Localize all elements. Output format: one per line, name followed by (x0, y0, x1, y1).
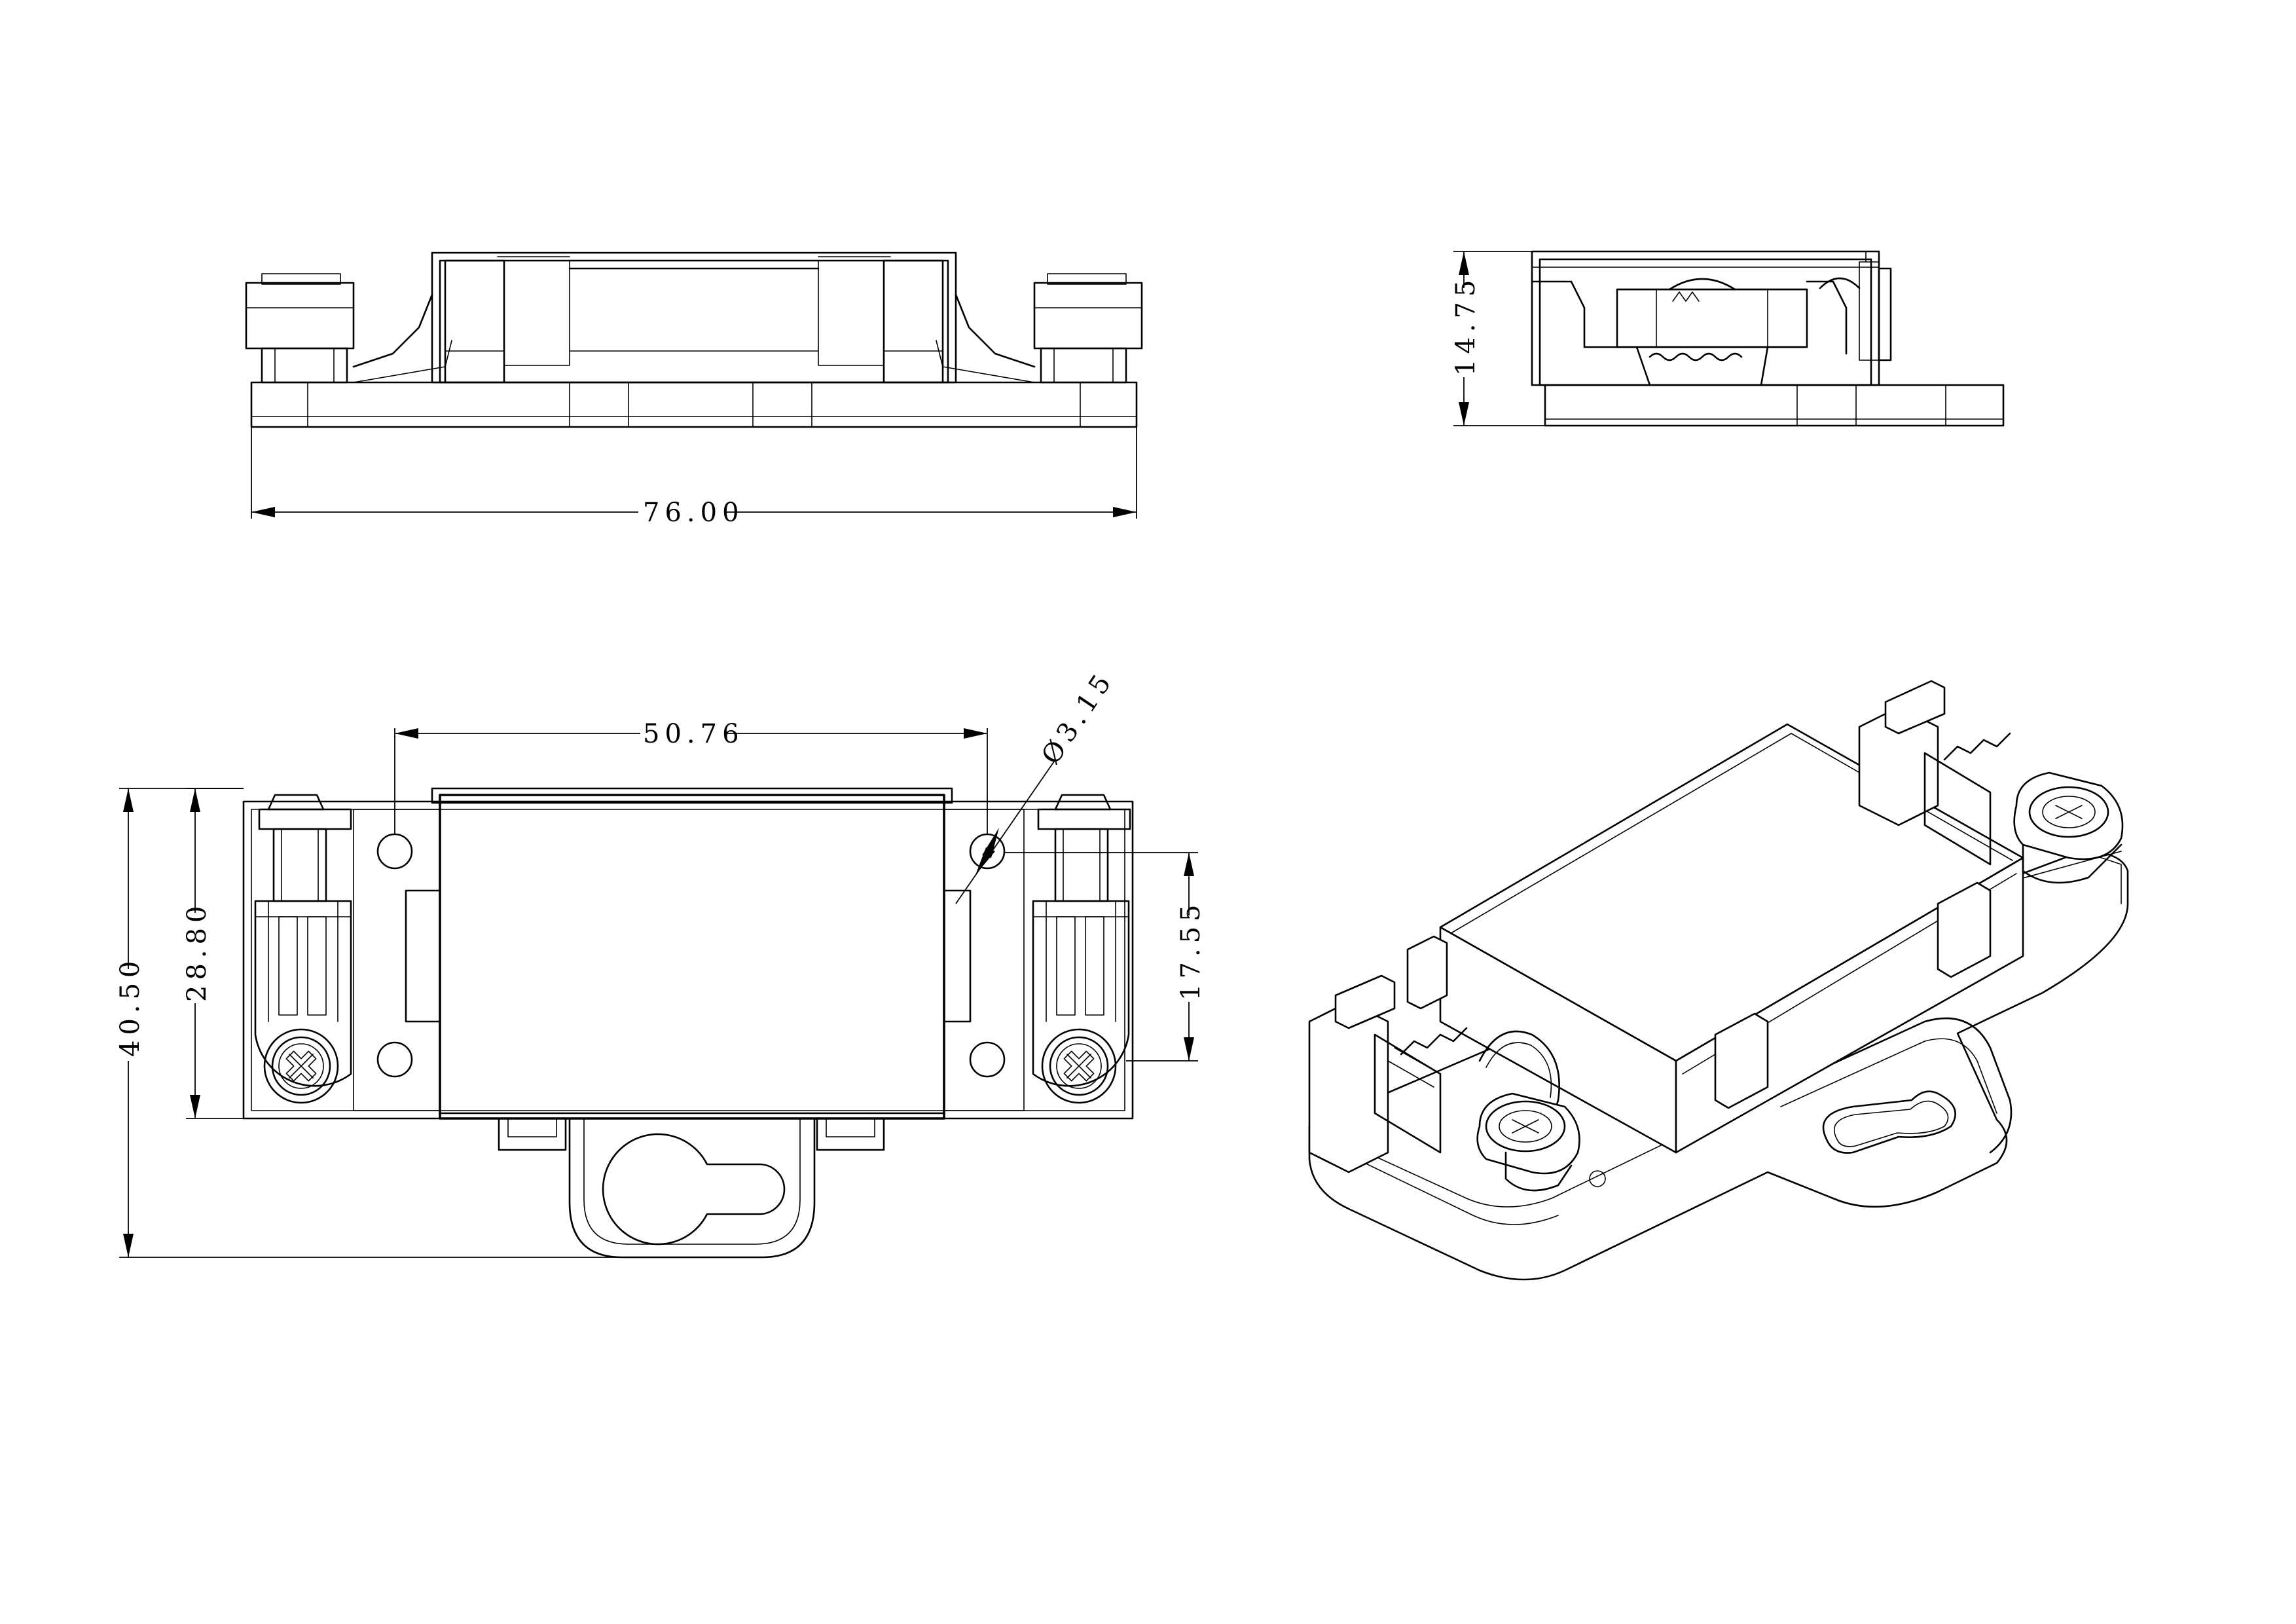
dim-28-label: 28.80 (182, 900, 212, 1002)
top-view (242, 787, 1134, 1259)
dimension-body-depth: 28.80 (182, 788, 440, 1119)
side-view (1531, 250, 2005, 427)
dimension-overall-width: 76.00 (251, 427, 1137, 528)
iso-left-clamp (1308, 974, 1580, 1192)
right-clamp (1032, 794, 1131, 1104)
dimension-hole-diameter: Ø3.15 (955, 665, 1120, 904)
dim-50-label: 50.76 (643, 719, 744, 749)
dim-17-label: 17.55 (1176, 899, 1206, 1001)
dimension-hole-spacing: 50.76 (394, 719, 988, 834)
dim-40-label: 40.50 (115, 955, 145, 1057)
dim-76-label: 76.00 (643, 498, 744, 528)
dimension-side-height: 14.75 (1451, 251, 1545, 426)
left-clamp (254, 794, 352, 1104)
isometric-view (1308, 680, 2129, 1281)
dimension-screw-spacing: 17.55 (1004, 852, 1206, 1061)
dimension-overall-depth: 40.50 (115, 788, 622, 1258)
front-view (245, 251, 1143, 428)
iso-right-clamp (1858, 680, 2124, 884)
dim-14-label: 14.75 (1451, 274, 1481, 376)
dim-diameter-label: Ø3.15 (1036, 665, 1120, 770)
